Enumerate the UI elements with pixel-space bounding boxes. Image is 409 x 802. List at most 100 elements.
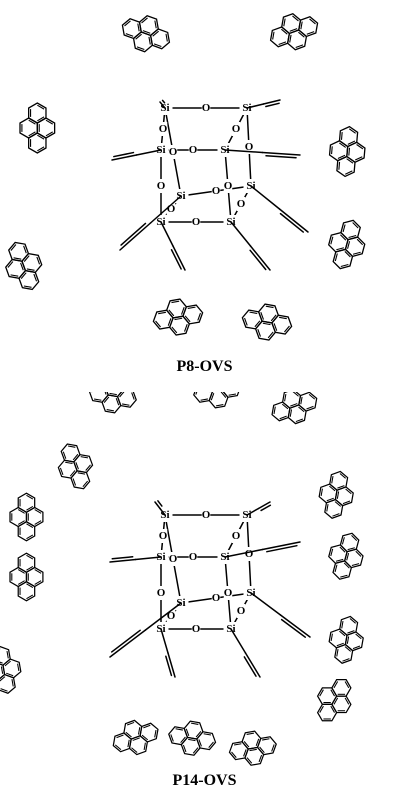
vinyl-bond — [160, 628, 169, 654]
aromatic-ring — [28, 132, 47, 154]
double-bond — [37, 134, 45, 140]
double-bond — [342, 658, 350, 662]
oxygen-atom-bg — [191, 622, 201, 636]
double-bond — [114, 744, 122, 751]
double-bond — [155, 320, 161, 328]
vinyl-double-bond — [111, 556, 134, 560]
double-bond — [337, 693, 346, 695]
double-bond — [283, 18, 286, 27]
double-bond — [338, 142, 347, 148]
double-bond — [329, 485, 336, 492]
double-bond — [355, 550, 362, 557]
vinyl-bond — [246, 507, 260, 516]
double-bond — [289, 34, 292, 43]
double-bond — [119, 392, 125, 398]
double-bond — [65, 461, 73, 465]
double-bond — [17, 520, 25, 525]
double-bond — [352, 645, 361, 650]
double-bond — [249, 748, 257, 752]
double-bond — [37, 146, 45, 152]
oxygen-atom-bg — [166, 609, 176, 623]
vinyl-bond — [224, 149, 264, 154]
double-bond — [195, 731, 202, 738]
oxygen-atom: O — [189, 144, 198, 156]
double-bond — [308, 393, 316, 400]
double-bond — [333, 681, 339, 689]
pyrene-group — [193, 392, 242, 409]
double-bond — [184, 315, 191, 323]
double-bond — [273, 323, 278, 331]
vinyl-bond — [250, 592, 282, 616]
vinyl-bond — [261, 151, 301, 156]
oxygen-atom: O — [212, 185, 221, 197]
aromatic-ring — [121, 18, 142, 40]
oxygen-atom-bg — [168, 552, 178, 566]
double-bond — [153, 43, 162, 48]
double-bond — [262, 738, 270, 741]
vinyl-bond — [278, 208, 309, 233]
double-bond — [279, 415, 287, 420]
aromatic-ring — [60, 443, 81, 463]
double-bond — [26, 268, 35, 271]
aromatic-ring — [28, 102, 47, 124]
aromatic-ring — [324, 498, 344, 519]
double-bond — [337, 710, 346, 712]
pyrene-group — [88, 392, 137, 414]
double-bond — [136, 46, 145, 51]
vinyl-bond — [224, 548, 264, 558]
double-bond — [137, 727, 141, 735]
double-bond — [281, 403, 289, 410]
aromatic-ring — [241, 309, 263, 330]
double-bond — [28, 131, 36, 137]
double-bond — [339, 630, 346, 637]
double-bond — [355, 633, 362, 640]
double-bond — [337, 154, 346, 160]
double-bond — [271, 744, 275, 752]
double-bond — [208, 741, 214, 748]
double-bond — [342, 224, 346, 233]
pyrene-group — [9, 492, 44, 542]
double-bond — [185, 728, 190, 736]
double-bond — [320, 488, 323, 497]
double-bond — [270, 314, 277, 322]
double-bond — [354, 156, 363, 161]
vinyl-bond — [159, 101, 164, 106]
double-bond — [342, 500, 351, 505]
aromatic-ring — [116, 392, 137, 408]
double-bond — [0, 648, 1, 654]
double-bond — [352, 222, 359, 229]
oxygen-atom: O — [192, 623, 201, 635]
double-bond — [80, 456, 89, 459]
oxygen-atom-bg — [188, 550, 198, 564]
oxygen-atom-bg — [158, 122, 168, 136]
pyrene-group — [19, 102, 56, 154]
double-bond — [23, 245, 27, 254]
double-bond — [11, 679, 14, 687]
double-bond — [85, 464, 91, 471]
double-bond — [10, 274, 19, 277]
double-bond — [125, 731, 132, 738]
double-bond — [220, 392, 227, 398]
double-bond — [26, 506, 34, 511]
double-bond — [103, 396, 110, 403]
double-bond — [352, 251, 361, 255]
double-bond — [17, 509, 25, 514]
pyrene-group — [9, 552, 44, 602]
double-bond — [330, 548, 334, 557]
double-bond — [347, 140, 356, 145]
aromatic-ring — [269, 26, 291, 48]
vinyl-bond — [119, 222, 152, 251]
vinyl-double-bond — [110, 629, 141, 653]
double-bond — [124, 20, 131, 27]
double-bond — [154, 20, 157, 29]
double-bond — [184, 324, 188, 332]
oxygen-atom-bg — [201, 508, 211, 522]
double-bond — [272, 31, 275, 40]
aromatic-ring — [182, 304, 204, 325]
double-bond — [347, 630, 355, 634]
double-bond — [7, 261, 14, 268]
oxygen-atom-bg — [236, 604, 246, 618]
pyrene-group — [271, 392, 318, 425]
aromatic-ring — [339, 532, 360, 553]
